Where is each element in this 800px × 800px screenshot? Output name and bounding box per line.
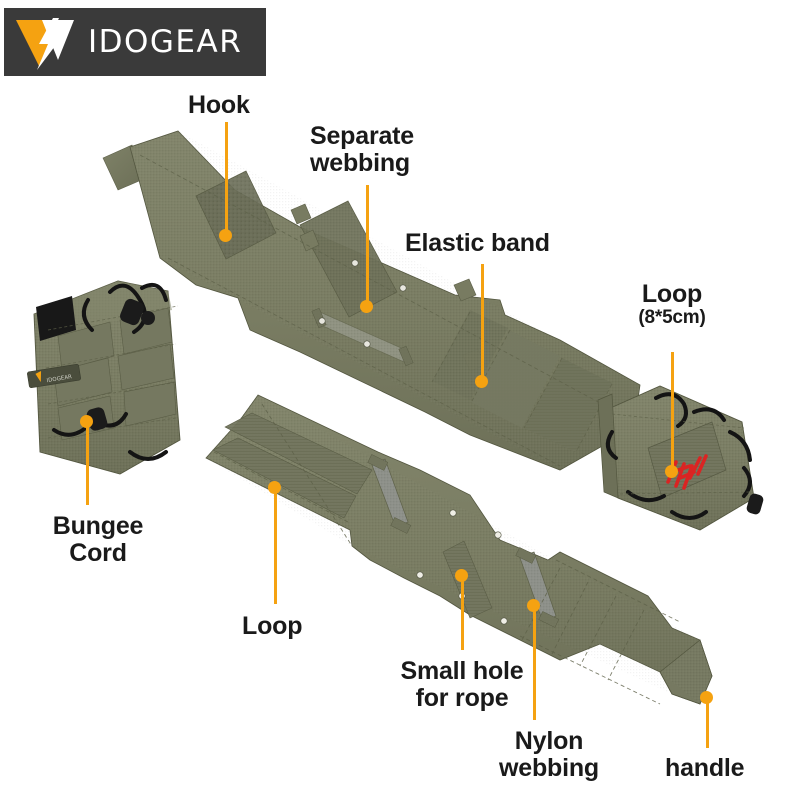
- leader-line-bungee-cord: [86, 424, 89, 505]
- leader-dot-separate-webbing: [360, 300, 373, 313]
- leader-dot-hook: [219, 229, 232, 242]
- leader-dot-loop-8x5: [665, 465, 678, 478]
- leader-line-loop-8x5: [671, 352, 674, 468]
- svg-text:IDOGEAR: IDOGEAR: [46, 374, 72, 384]
- callout-label-handle: handle: [665, 754, 745, 782]
- leader-line-nylon-webbing: [533, 608, 536, 720]
- callout-label-loop-8x5: Loop: [641, 280, 703, 308]
- lightning-bolt-icon: [37, 18, 61, 70]
- leader-line-handle: [706, 700, 709, 748]
- leader-dot-handle: [700, 691, 713, 704]
- left-pouch-group: IDOGEAR: [27, 280, 181, 475]
- callout-label-hook: Hook: [188, 91, 250, 119]
- callout-label-loop: Loop: [242, 612, 303, 640]
- callout-label-separate-webbing: Separate webbing: [310, 122, 415, 177]
- leader-dot-nylon-webbing: [527, 599, 540, 612]
- leader-line-separate-webbing: [366, 185, 369, 303]
- leader-dot-loop: [268, 481, 281, 494]
- lower-belt-group: [205, 394, 713, 705]
- callout-label-nylon-webbing: Nylon webbing: [499, 727, 599, 782]
- brand-name: IDOGEAR: [88, 24, 243, 60]
- callout-group-loop-8x5: Loop (8*5cm): [612, 281, 732, 329]
- callout-sublabel-loop-8x5: (8*5cm): [638, 307, 706, 328]
- upper-belt-group: [102, 130, 641, 471]
- brand-logo: IDOGEAR: [4, 8, 266, 76]
- leader-line-loop: [274, 490, 277, 604]
- leader-line-small-hole: [461, 578, 464, 650]
- callout-label-bungee-cord: Bungee Cord: [52, 512, 144, 567]
- leader-line-elastic-band: [481, 264, 484, 378]
- lightning-triangle-icon: [16, 16, 78, 70]
- callout-label-small-hole: Small hole for rope: [400, 657, 524, 712]
- leader-dot-bungee-cord: [80, 415, 93, 428]
- leader-dot-small-hole: [455, 569, 468, 582]
- right-pouch-group: [597, 385, 764, 531]
- leader-dot-elastic-band: [475, 375, 488, 388]
- callout-label-elastic-band: Elastic band: [405, 229, 550, 257]
- leader-line-hook: [225, 122, 228, 232]
